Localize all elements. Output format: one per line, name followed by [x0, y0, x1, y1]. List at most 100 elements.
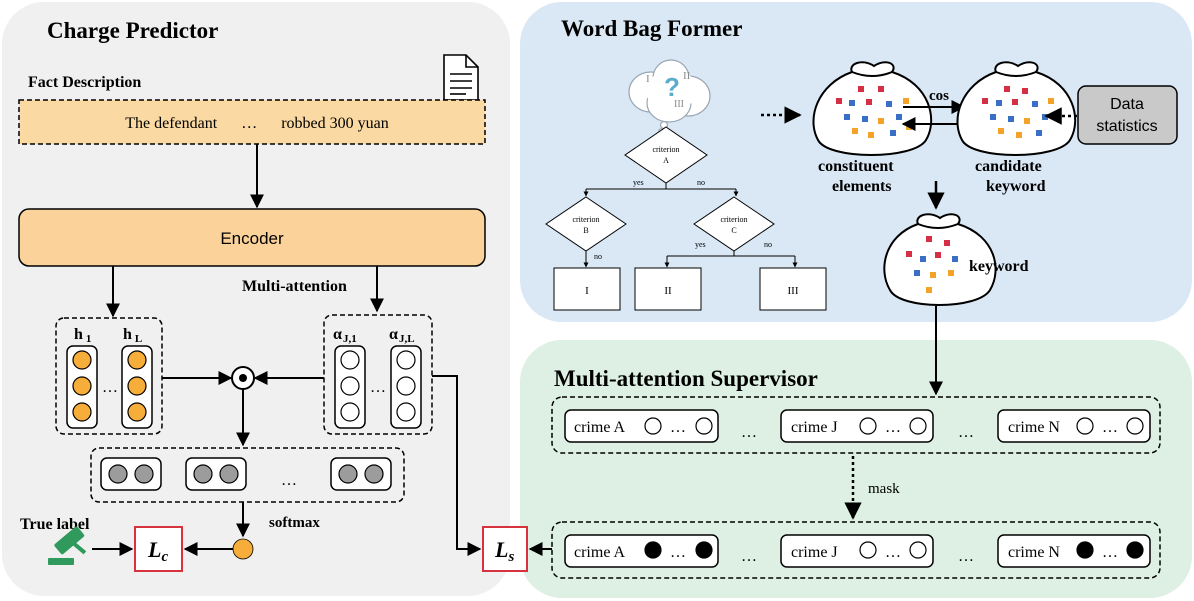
- alpha-node: [396, 350, 416, 370]
- fact-description-label: Fact Description: [28, 74, 141, 91]
- row-ellipsis: …: [741, 548, 757, 565]
- charge-predictor-title: Charge Predictor: [47, 18, 218, 43]
- charge-predictor-panel: [2, 2, 510, 596]
- outputs-ellipsis: …: [281, 472, 297, 489]
- cloud-roman-three: III: [674, 99, 684, 110]
- encoder-box: [18, 208, 486, 267]
- criterion-a-letter: A: [663, 156, 669, 165]
- mask-node: [909, 541, 927, 559]
- alpha-jl-label: αJ,L: [389, 326, 415, 345]
- fact-description-text: The defendant … robbed 300 yuan: [125, 115, 388, 132]
- crime-keyword-row: [551, 396, 1161, 454]
- loss-c-box: [134, 526, 183, 572]
- mask-node: [1126, 417, 1144, 435]
- crime-j-box-bottom: [780, 534, 934, 568]
- gray-node: [193, 464, 213, 484]
- hidden-states-group: [55, 317, 163, 435]
- alpha-j1-label: αJ,1: [333, 326, 357, 345]
- h1-node: [72, 376, 92, 396]
- crime-ellipsis: …: [885, 544, 901, 561]
- h-ellipsis: …: [102, 379, 118, 396]
- criterion-a-label: criterion: [652, 145, 679, 154]
- gray-node: [134, 464, 154, 484]
- criterion-c-letter: C: [731, 226, 736, 235]
- mask-node: [859, 541, 877, 559]
- hl-node: [127, 350, 147, 370]
- supervisor-title: Multi-attention Supervisor: [554, 366, 818, 391]
- cloud-question-mark: ?: [664, 72, 680, 102]
- softmax-label: softmax: [269, 515, 320, 531]
- alpha-node: [396, 402, 416, 422]
- alpha-node: [396, 376, 416, 396]
- alpha-ellipsis: …: [370, 379, 386, 396]
- alpha-node: [340, 350, 360, 370]
- mask-node-filled: [1126, 541, 1144, 559]
- crime-a-label-bottom: crime A: [574, 544, 626, 561]
- crime-ellipsis: …: [1102, 419, 1118, 436]
- word-bag-former-title: Word Bag Former: [561, 16, 742, 41]
- mask-node: [909, 417, 927, 435]
- leaf-one-box: [553, 267, 621, 311]
- no-label-a: no: [697, 178, 705, 187]
- row-ellipsis: …: [741, 424, 757, 441]
- prediction-node: [232, 538, 254, 560]
- crime-j-label-top: crime J: [791, 419, 838, 436]
- mask-node: [859, 417, 877, 435]
- no-label-c: no: [764, 240, 772, 249]
- gray-node: [219, 464, 239, 484]
- crime-j-box-top: [780, 409, 934, 443]
- alpha-node: [340, 402, 360, 422]
- leaf-three-box: [759, 267, 827, 311]
- cloud-roman-two: II: [683, 70, 691, 82]
- elementwise-product-dot: [239, 374, 247, 382]
- crime-n-box-bottom: [997, 534, 1151, 568]
- cloud-roman-one: I: [646, 73, 650, 85]
- fact-description-box: [18, 99, 486, 145]
- loss-s-box: [482, 526, 528, 572]
- mask-node-filled: [695, 541, 713, 559]
- data-statistics-box: [1077, 85, 1178, 145]
- mask-label: mask: [868, 481, 900, 497]
- crime-n-label-top: crime N: [1008, 419, 1060, 436]
- criterion-b-letter: B: [583, 226, 588, 235]
- mask-node: [1076, 417, 1094, 435]
- crime-ellipsis: …: [885, 419, 901, 436]
- hl-node: [127, 376, 147, 396]
- crime-a-box-top: [564, 409, 719, 443]
- criterion-b-label: criterion: [572, 215, 599, 224]
- data-statistics-label: Data: [1110, 96, 1144, 113]
- h1-node: [72, 350, 92, 370]
- mask-node: [644, 417, 662, 435]
- data-statistics-label-line2: statistics: [1096, 118, 1157, 135]
- encoder-label: Encoder: [220, 229, 284, 248]
- crime-a-label-top: crime A: [574, 419, 626, 436]
- keyword-label: keyword: [969, 258, 1029, 275]
- yes-label-a: yes: [633, 178, 644, 187]
- candidate-keyword-bag-icon: [956, 61, 1077, 156]
- gray-node: [364, 464, 384, 484]
- crime-n-label-bottom: crime N: [1008, 544, 1060, 561]
- candidate-keyword-label-line2: keyword: [986, 178, 1046, 195]
- cos-label: cos: [929, 88, 949, 104]
- crime-ellipsis: …: [670, 544, 686, 561]
- gray-node: [338, 464, 358, 484]
- leaf-three-label: III: [788, 285, 799, 297]
- candidate-keyword-label: candidate: [975, 158, 1042, 175]
- yes-label-c: yes: [695, 240, 706, 249]
- row-ellipsis: …: [958, 548, 974, 565]
- hl-node: [127, 402, 147, 422]
- crime-ellipsis: …: [1102, 544, 1118, 561]
- mask-node: [695, 417, 713, 435]
- leaf-two-label: II: [664, 285, 672, 297]
- crime-n-box-top: [997, 409, 1151, 443]
- mask-node-filled: [644, 541, 662, 559]
- thought-cloud-icon: [628, 59, 711, 134]
- true-label-text: True label: [20, 516, 90, 533]
- attention-weights-group: [323, 314, 433, 435]
- mask-node-filled: [1076, 541, 1094, 559]
- crime-j-label-bottom: crime J: [791, 544, 838, 561]
- row-ellipsis: …: [958, 424, 974, 441]
